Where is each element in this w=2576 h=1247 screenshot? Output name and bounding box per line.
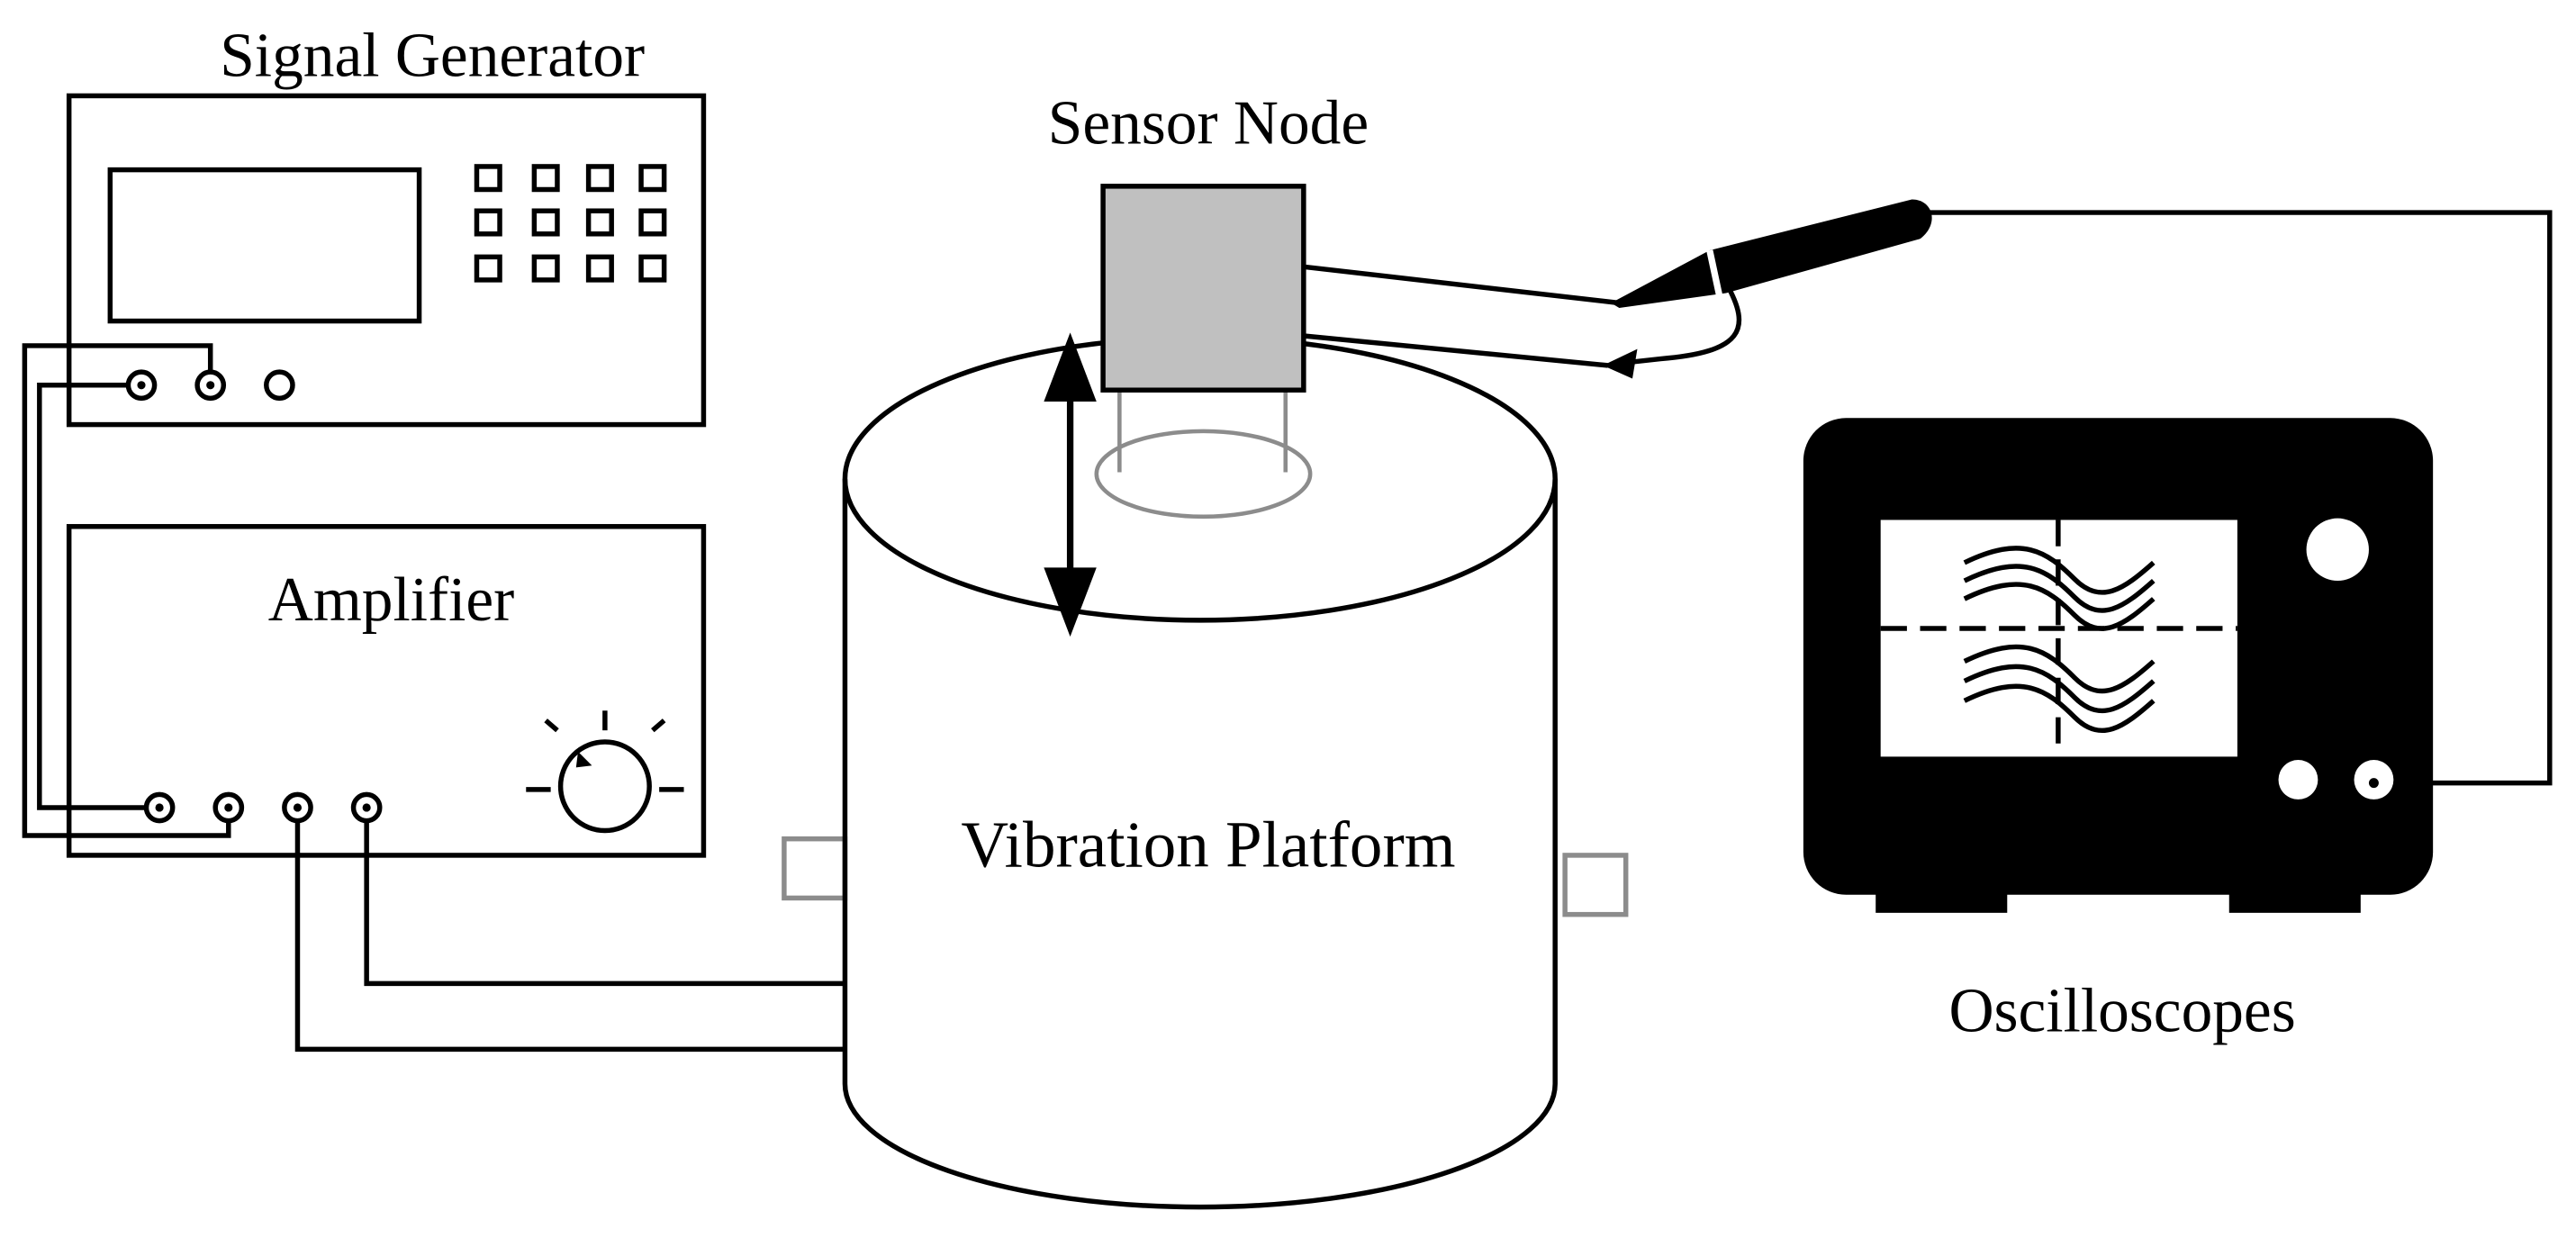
sensor-leads — [1303, 264, 1742, 368]
gain-knob-icon — [526, 710, 684, 834]
vibration-platform-label: Vibration Platform — [961, 809, 1455, 881]
signal-generator-keypad — [474, 164, 667, 283]
sensor-node-label: Sensor Node — [1048, 88, 1369, 158]
oscilloscope-control-knob — [2306, 518, 2369, 582]
amplifier-label: Amplifier — [268, 565, 515, 635]
amplifier-ports — [143, 791, 383, 824]
vibration-platform: Vibration Platform — [782, 335, 1629, 1210]
oscilloscope-input-port — [2278, 760, 2318, 800]
probe-cable — [1915, 210, 2553, 786]
oscilloscope-probe-icon — [1611, 199, 1932, 308]
generator-amplifier-cables — [22, 343, 231, 838]
lead-arrow-icon — [1603, 348, 1638, 379]
amplifier-body — [66, 524, 707, 858]
platform-left-handle — [782, 836, 848, 901]
oscilloscope: Oscilloscopes — [1803, 418, 2434, 1045]
sensor-mount — [1094, 390, 1313, 520]
oscilloscope-left-foot — [1876, 881, 2008, 913]
waveform-traces — [1963, 546, 2156, 734]
amplifier: Amplifier — [66, 524, 707, 858]
signal-generator: Signal Generator — [66, 22, 707, 428]
signal-generator-label: Signal Generator — [220, 22, 645, 91]
oscilloscopes-label: Oscilloscopes — [1948, 976, 2295, 1045]
signal-generator-screen — [107, 167, 422, 324]
platform-body — [842, 478, 1558, 1210]
platform-right-handle — [1562, 853, 1629, 917]
oscilloscope-right-foot — [2228, 881, 2361, 913]
sensor-node-box — [1100, 184, 1306, 393]
signal-generator-body — [66, 93, 707, 428]
vibration-direction-arrow — [1044, 332, 1097, 637]
amplifier-platform-cables — [294, 820, 845, 1053]
sensor-node: Sensor Node — [1048, 88, 1369, 393]
